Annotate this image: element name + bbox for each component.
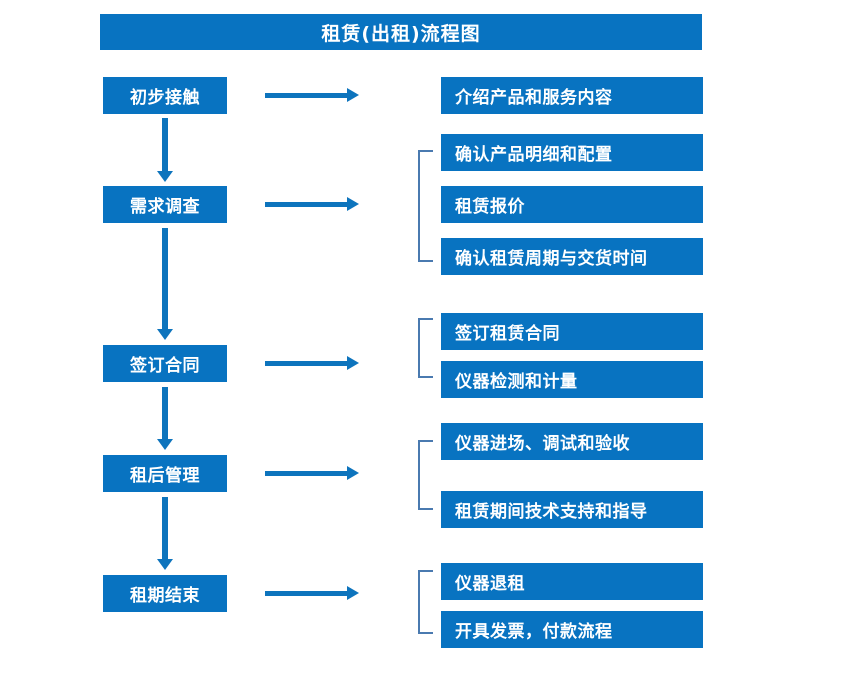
stage-box-2[interactable]: 需求调查 xyxy=(103,186,227,223)
vertical-arrow-3 xyxy=(157,387,173,450)
detail-box-2-2[interactable]: 租赁报价 xyxy=(441,186,703,223)
group-bracket-4 xyxy=(418,440,433,510)
horizontal-arrow-3 xyxy=(265,356,359,370)
stage-box-5[interactable]: 租期结束 xyxy=(103,575,227,612)
detail-box-4-1[interactable]: 仪器进场、调试和验收 xyxy=(441,423,703,460)
group-bracket-2 xyxy=(418,150,433,262)
vertical-arrow-4 xyxy=(157,497,173,570)
detail-box-2-3[interactable]: 确认租赁周期与交货时间 xyxy=(441,238,703,275)
detail-box-2-1[interactable]: 确认产品明细和配置 xyxy=(441,134,703,171)
stage-box-4[interactable]: 租后管理 xyxy=(103,455,227,492)
horizontal-arrow-5 xyxy=(265,586,359,600)
vertical-arrow-1 xyxy=(157,118,173,182)
diagram-title: 租赁(出租)流程图 xyxy=(100,14,702,50)
stage-box-3[interactable]: 签订合同 xyxy=(103,345,227,382)
horizontal-arrow-2 xyxy=(265,197,359,211)
detail-box-5-2[interactable]: 开具发票，付款流程 xyxy=(441,611,703,648)
group-bracket-5 xyxy=(418,570,433,634)
detail-box-3-2[interactable]: 仪器检测和计量 xyxy=(441,361,703,398)
horizontal-arrow-1 xyxy=(265,88,359,102)
detail-box-4-2[interactable]: 租赁期间技术支持和指导 xyxy=(441,491,703,528)
detail-box-5-1[interactable]: 仪器退租 xyxy=(441,563,703,600)
detail-box-1-1[interactable]: 介绍产品和服务内容 xyxy=(441,77,703,114)
horizontal-arrow-4 xyxy=(265,466,359,480)
vertical-arrow-2 xyxy=(157,228,173,340)
detail-box-3-1[interactable]: 签订租赁合同 xyxy=(441,313,703,350)
group-bracket-3 xyxy=(418,318,433,378)
stage-box-1[interactable]: 初步接触 xyxy=(103,77,227,114)
